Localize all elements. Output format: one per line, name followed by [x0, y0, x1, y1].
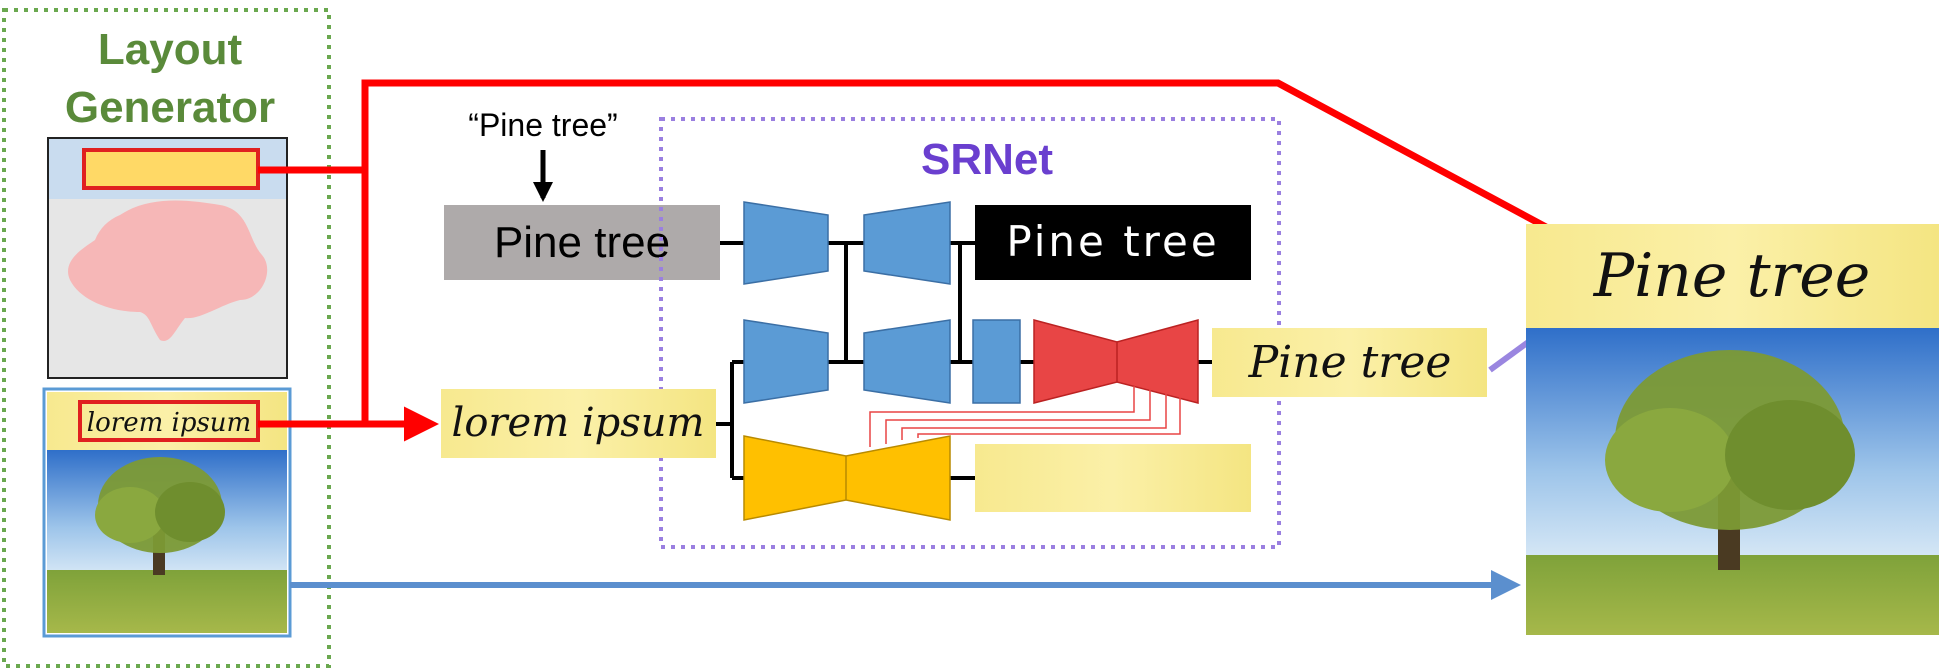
srnet-title: SRNet [921, 135, 1053, 184]
network-wires [716, 241, 1212, 480]
small-styled-label: lorem ipsum [87, 408, 251, 438]
quote-label: “Pine tree” [468, 107, 617, 143]
background-inpainting-block [743, 435, 951, 521]
text-decoder-block [863, 201, 951, 285]
text-region-box [82, 148, 260, 190]
final-tree-illustration [1605, 350, 1855, 570]
fusion-block [972, 319, 1021, 404]
source-image-panel: lorem ipsum [42, 387, 292, 638]
final-image-panel: Pine tree [1526, 224, 1939, 635]
fusion-decoder-block [1033, 319, 1199, 404]
rendered-text-label: Pine tree [1006, 217, 1219, 266]
skip-connections [869, 386, 1181, 447]
srnet-output-box [1212, 328, 1487, 397]
final-text-banner [1526, 224, 1939, 328]
small-tree-illustration [95, 457, 225, 575]
style-decoder-block [863, 319, 951, 404]
input-text-label: Pine tree [494, 218, 670, 267]
layout-generator-title-line1: Layout [98, 25, 243, 74]
styled-input-label: lorem ipsum [452, 400, 705, 446]
layout-generator-title-line2: Generator [65, 83, 275, 132]
layout-generator-frame [2, 8, 331, 668]
style-encoder-block [743, 319, 829, 404]
final-text-label: Pine tree [1593, 241, 1871, 311]
rendered-text-box [975, 205, 1251, 280]
red-layout-arrow-top [258, 79, 1607, 260]
srnet-output-label: Pine tree [1248, 337, 1452, 388]
object-mask-blob [68, 200, 268, 341]
text-encoder-block [743, 201, 829, 285]
input-text-box [444, 205, 720, 280]
background-output-box [975, 444, 1251, 512]
styled-input-box [441, 389, 716, 458]
layout-mask-panel [47, 137, 288, 379]
